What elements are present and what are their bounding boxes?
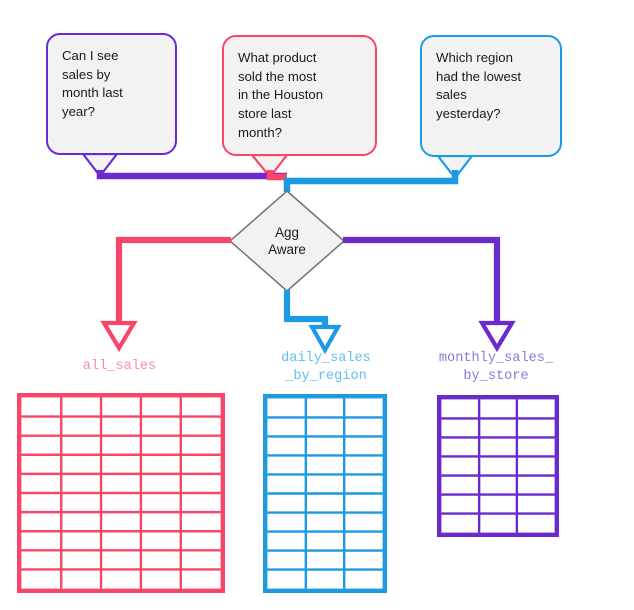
- decision-node-label: Agg Aware: [230, 191, 344, 291]
- arrowhead-blue-daily-sales: [308, 324, 342, 355]
- wire-purple-question-to-bus: [96, 170, 287, 180]
- table-daily-sales-by-region[interactable]: [263, 394, 387, 593]
- speech-bubble-lowest-region[interactable]: Which region had the lowest sales yester…: [420, 35, 562, 157]
- wire-blue-to-daily-sales: [283, 290, 329, 326]
- table-outer-border: [437, 395, 559, 537]
- decision-node-agg-aware[interactable]: Agg Aware: [230, 191, 344, 291]
- speech-bubble-month-sales[interactable]: Can I see sales by month last year?: [46, 33, 177, 155]
- table-label-monthly-sales-by-store[interactable]: monthly_sales_ by_store: [438, 351, 554, 385]
- table-monthly-sales-by-store-grid: [437, 395, 559, 537]
- wire-pink-question-to-bus: [266, 170, 287, 181]
- wire-pink-to-all-sales: [115, 236, 231, 322]
- wire-blue-question-to-bus: [283, 170, 459, 192]
- wire-purple-to-monthly-sales: [343, 236, 501, 322]
- table-label-all-sales[interactable]: all_sales: [82, 359, 157, 374]
- speech-bubble-houston-product-text: What product sold the most in the Housto…: [238, 50, 324, 140]
- arrowhead-purple-monthly-sales: [478, 320, 516, 353]
- speech-bubble-houston-product[interactable]: What product sold the most in the Housto…: [222, 35, 377, 156]
- table-daily-sales-by-region-grid: [263, 394, 387, 593]
- table-all-sales-grid: [17, 393, 225, 593]
- decision-node-label-line1: Agg: [275, 224, 299, 240]
- speech-bubble-lowest-region-text: Which region had the lowest sales yester…: [436, 50, 522, 122]
- table-monthly-sales-by-store[interactable]: [437, 395, 559, 537]
- decision-node-label-line2: Aware: [268, 242, 306, 257]
- table-label-daily-sales-by-region[interactable]: daily_sales _by_region: [281, 351, 371, 385]
- arrowhead-pink-all-sales: [100, 320, 138, 353]
- speech-bubble-month-sales-text: Can I see sales by month last year?: [62, 48, 123, 120]
- table-all-sales[interactable]: [17, 393, 225, 593]
